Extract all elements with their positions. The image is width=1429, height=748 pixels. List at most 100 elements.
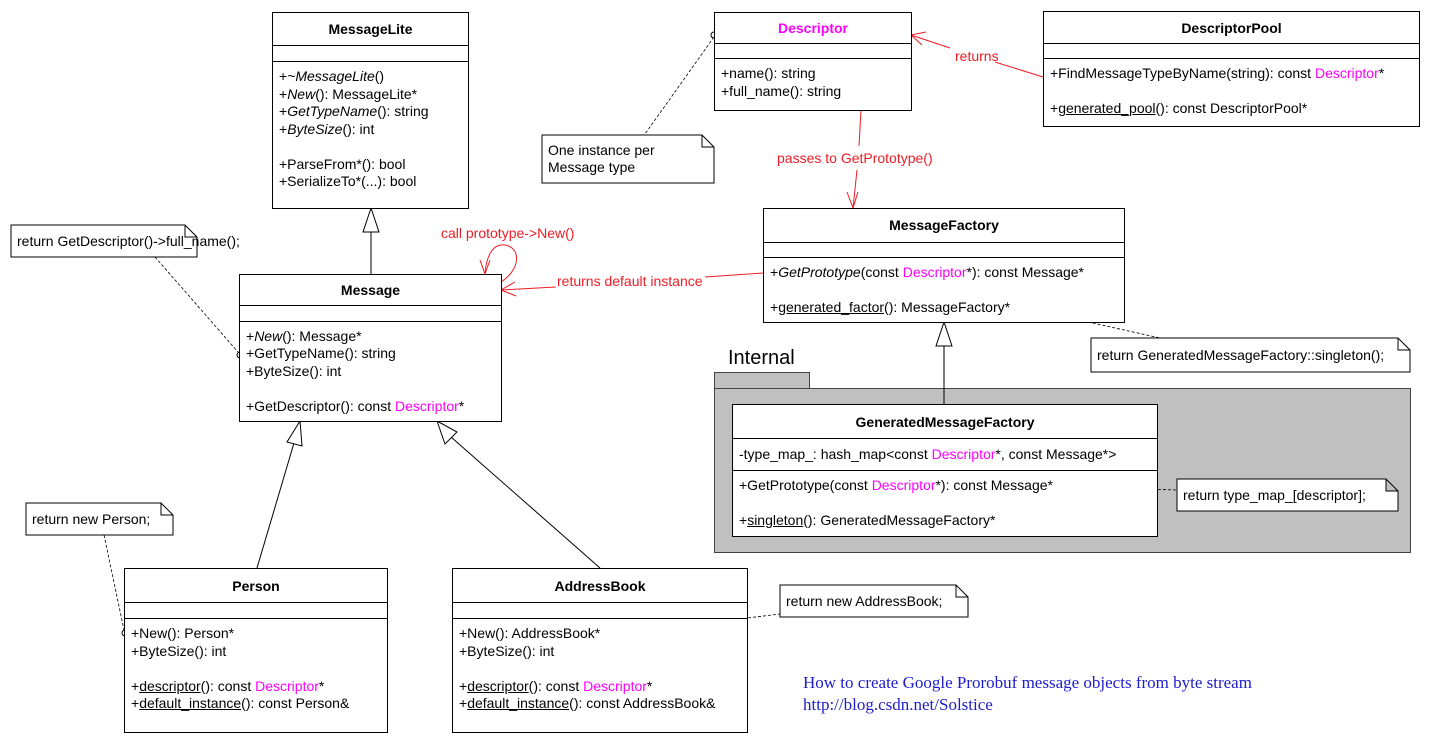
inherit-addressbook-message — [450, 436, 601, 569]
operation[interactable]: +generated_pool(): const DescriptorPool* — [1050, 100, 1413, 118]
label-returns-default-instance: returns default instance — [557, 273, 703, 289]
note-anchor — [103, 534, 125, 631]
attributes-compartment — [715, 44, 911, 59]
operation[interactable]: +ByteSize(): int — [459, 643, 741, 661]
text-segment: +SerializeTo*(...): bool — [279, 173, 417, 189]
operation[interactable]: +New(): AddressBook* — [459, 625, 741, 643]
class-addressbook[interactable]: AddressBook +New(): AddressBook*+ByteSize… — [452, 568, 748, 733]
operation[interactable]: +New(): Person* — [131, 625, 381, 643]
class-message[interactable]: Message +New(): Message*+GetTypeName(): s… — [239, 274, 502, 422]
text-segment: +ByteSize(): int — [246, 362, 342, 379]
operation — [279, 138, 462, 156]
inherit-arrowhead — [286, 419, 303, 447]
operation[interactable]: +singleton(): GeneratedMessageFactory* — [739, 512, 1151, 530]
operation — [246, 380, 495, 398]
operation[interactable]: +New(): Message* — [246, 328, 495, 346]
footer-url[interactable]: http://blog.csdn.net/Solstice — [803, 695, 993, 714]
self-call-loop — [484, 244, 517, 283]
operations-compartment: +New(): Person* +ByteSize(): int +descript… — [125, 619, 387, 732]
operation[interactable]: +GetPrototype(const Descriptor*): const … — [770, 264, 1118, 282]
class-name: MessageLite — [273, 13, 468, 46]
class-name: Message — [240, 275, 501, 306]
class-messagelite[interactable]: MessageLite +~MessageLite()+New(): Messag… — [272, 12, 469, 209]
text-segment: +GetTypeName(): string — [246, 345, 396, 361]
class-descriptor[interactable]: Descriptor +name(): string +full_name(): s… — [714, 12, 912, 111]
operation[interactable]: +New(): MessageLite* — [279, 86, 462, 104]
text-segment: * — [1378, 65, 1385, 81]
text-segment: + — [131, 695, 140, 711]
operations-compartment: +name(): string +full_name(): string — [715, 59, 911, 110]
text-segment: New — [254, 327, 283, 344]
text-segment: ~MessageLite — [287, 68, 375, 84]
class-generatedmessagefactory[interactable]: GeneratedMessageFactory-type_map_: hash_… — [732, 404, 1158, 537]
operation — [131, 660, 381, 678]
text-segment: + — [770, 263, 779, 280]
operation[interactable]: +GetTypeName(): string — [246, 345, 495, 363]
arrowhead-open — [909, 31, 927, 46]
operation[interactable]: +SerializeTo*(...): bool — [279, 173, 462, 191]
operation[interactable]: +~MessageLite() — [279, 68, 462, 86]
text-segment: +name(): string — [721, 65, 816, 81]
operation[interactable]: +GetDescriptor(): const Descriptor* — [246, 398, 495, 416]
operations-compartment: +GetPrototype(const Descriptor*): const … — [733, 471, 1157, 536]
text-segment: generated_factor — [778, 298, 885, 315]
text-segment: * — [646, 677, 653, 694]
note-shape — [541, 134, 715, 184]
inherit-arrowhead — [436, 419, 458, 445]
text-segment: + — [246, 327, 255, 344]
class-descriptorpool[interactable]: DescriptorPool+FindMessageTypeByName(str… — [1043, 11, 1420, 127]
operation[interactable]: +ByteSize(): int — [131, 643, 381, 661]
text-segment: + — [459, 695, 468, 711]
arrowhead-open — [846, 191, 859, 210]
text-segment: descriptor — [467, 677, 529, 694]
attributes-compartment — [240, 306, 501, 322]
note-one-instance: One instance per Message type — [548, 142, 655, 175]
text-segment: +FindMessageTypeByName(string): const — [1050, 65, 1315, 81]
text-segment: default_instance — [467, 695, 570, 711]
text-segment: * — [318, 677, 325, 694]
text-segment: +New(): Person* — [131, 625, 235, 641]
text-segment: +ByteSize(): int — [459, 642, 555, 659]
text-segment: ByteSize — [287, 120, 343, 137]
text-segment: + — [279, 68, 288, 84]
text-segment: + — [279, 85, 288, 102]
text-segment: +GetPrototype(const — [739, 477, 872, 493]
text-segment: -type_map_: hash_map<const — [739, 445, 932, 462]
operation[interactable]: +name(): string — [721, 65, 905, 83]
operation — [739, 495, 1151, 513]
text-segment: (): const — [528, 677, 584, 694]
text-segment: (): const Person& — [241, 695, 350, 711]
operation[interactable]: +GetTypeName(): string — [279, 103, 462, 121]
attribute[interactable]: -type_map_: hash_map<const Descriptor*, … — [739, 446, 1151, 464]
operations-compartment: +New(): AddressBook*+ByteSize(): int +des… — [453, 619, 747, 732]
note-type-map: return type_map_[descriptor]; — [1183, 486, 1366, 503]
class-name: MessageFactory — [764, 209, 1124, 243]
class-messagefactory[interactable]: MessageFactory +GetPrototype(const Descri… — [763, 208, 1125, 323]
operation[interactable]: +ByteSize(): int — [279, 121, 462, 139]
text-segment: (): Message* — [282, 327, 362, 344]
text-segment: (const — [860, 263, 903, 280]
text-segment: +GetDescriptor(): const — [246, 397, 395, 414]
package-tab — [714, 372, 810, 389]
class-name: Person — [125, 569, 387, 603]
class-name: Descriptor — [715, 13, 911, 44]
class-name: AddressBook — [453, 569, 747, 603]
operation[interactable]: +ParseFrom*(): bool — [279, 156, 462, 174]
operation[interactable]: +default_instance(): const Person& — [131, 695, 381, 713]
operation[interactable]: +default_instance(): const AddressBook& — [459, 695, 741, 713]
text-segment: *): const Message* — [935, 477, 1053, 493]
note-anchor — [154, 256, 239, 353]
operation[interactable]: +GetPrototype(const Descriptor*): const … — [739, 477, 1151, 495]
text-segment: + — [770, 298, 779, 315]
operation[interactable]: +generated_factor(): MessageFactory* — [770, 299, 1118, 317]
text-segment: New — [287, 85, 316, 102]
class-person[interactable]: Person +New(): Person* +ByteSize(): int +de… — [124, 568, 388, 733]
operation[interactable]: +descriptor(): const Descriptor* — [459, 678, 741, 696]
operation[interactable]: +descriptor(): const Descriptor* — [131, 678, 381, 696]
operation[interactable]: +full_name(): string — [721, 83, 905, 101]
operation — [770, 281, 1118, 299]
operation[interactable]: +ByteSize(): int — [246, 363, 495, 381]
note-shape — [10, 224, 198, 258]
operation[interactable]: +FindMessageTypeByName(string): const De… — [1050, 65, 1413, 83]
